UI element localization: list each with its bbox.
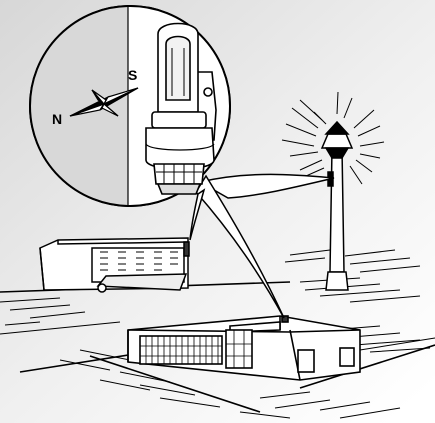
compass-north-label: N — [52, 111, 62, 127]
building-left — [40, 238, 189, 292]
compass-south-label: S — [128, 67, 137, 83]
